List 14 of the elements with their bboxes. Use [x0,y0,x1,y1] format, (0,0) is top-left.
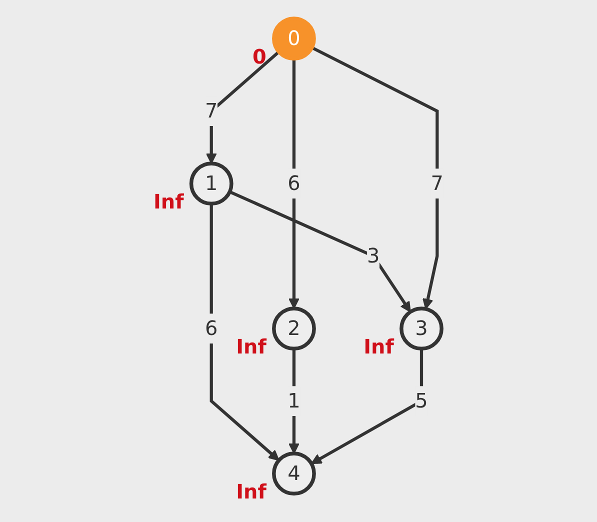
edge-label: 6 [205,314,218,344]
distance-label: Inf [364,334,394,359]
node-circle: 4 [272,452,316,496]
distance-label: Inf [236,334,266,359]
edge-label: 6 [288,168,300,199]
node-circle: 3 [400,306,444,351]
distance-label: Inf [153,190,184,214]
edge-label: 7 [430,168,444,199]
edge-label: 1 [288,386,300,416]
node-circle: 2 [272,306,316,351]
distance-label: Inf [236,480,266,504]
distance-label: 0 [252,44,266,69]
node-circle: 1 [189,162,234,206]
node-circle: 0 [272,16,316,61]
